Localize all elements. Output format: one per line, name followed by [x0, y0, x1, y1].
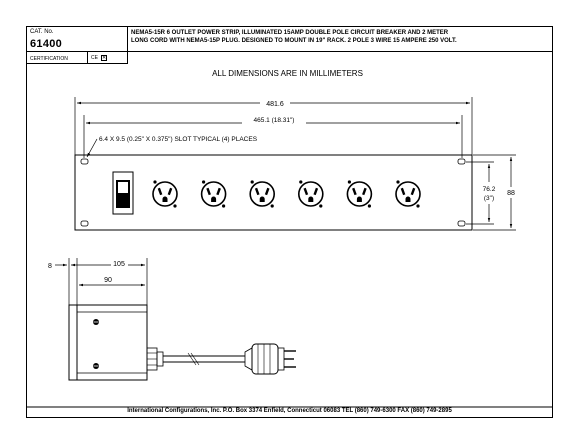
outlet-group	[152, 180, 421, 208]
side-inner-label: 90	[104, 277, 112, 284]
outlet-icon	[200, 180, 227, 208]
side-view: 105 90 8	[48, 258, 296, 381]
outlet-icon	[152, 180, 178, 208]
front-panel-outline	[74, 154, 473, 231]
description-line-1: NEMA5-15R 6 OUTLET POWER STRIP, ILLUMINA…	[131, 30, 449, 36]
side-body	[76, 304, 148, 381]
cat-number-label: CAT. No.	[30, 29, 54, 35]
side-depth-label: 105	[113, 261, 125, 268]
screw-icon	[93, 363, 99, 369]
outlet-icon	[249, 180, 276, 208]
mount-height-inch-label: (3")	[484, 195, 494, 202]
overall-width-label: 481.6	[266, 101, 284, 108]
strain-relief-icon	[146, 347, 164, 371]
slot-note-callout: 6.4 X 9.5 (0.25" X 0.375") SLOT TYPICAL …	[86, 136, 258, 158]
power-plug-icon	[244, 343, 296, 375]
company-footer: International Configurations, Inc. P.O. …	[127, 408, 452, 414]
side-faceplate	[68, 304, 78, 381]
outlet-icon	[297, 180, 324, 208]
mount-height-dimension: 76.2 (3")	[466, 161, 500, 225]
screw-icon	[93, 319, 99, 325]
overall-height-label: 88	[507, 190, 515, 197]
overall-width-dimension: 481.6	[74, 97, 473, 155]
title-block-ce-divider	[87, 51, 88, 64]
title-block-part-cell	[26, 26, 128, 52]
power-cord-icon	[163, 352, 245, 366]
dimensions-note: ALL DIMENSIONS ARE IN MILLIMETERS	[212, 69, 363, 78]
ce-label: CE	[91, 55, 98, 61]
mounting-slot-icon	[457, 158, 466, 165]
side-offset-label: 8	[48, 263, 52, 270]
outlet-icon	[346, 180, 373, 208]
overall-height-dimension: 88	[473, 154, 519, 231]
mounting-slot-icon	[80, 220, 89, 227]
slot-note: 6.4 X 9.5 (0.25" X 0.375") SLOT TYPICAL …	[99, 136, 258, 143]
outlet-icon	[395, 180, 421, 208]
drawing-border	[26, 26, 553, 418]
title-block-description-cell	[127, 26, 553, 52]
front-view	[74, 154, 473, 231]
certification-label: CERTIFICATION	[30, 55, 68, 62]
mounting-slot-icon	[80, 158, 89, 165]
mount-width-dimension: 465.1 (18.31")	[83, 115, 463, 158]
product-description: NEMA5-15R 6 OUTLET POWER STRIP, ILLUMINA…	[131, 29, 549, 45]
mount-width-label: 465.1 (18.31")	[254, 117, 295, 124]
mount-height-label: 76.2	[483, 186, 496, 193]
ce-mark-box: ✕	[101, 54, 107, 61]
mounting-slot-icon	[457, 220, 466, 227]
title-block-cert-row	[26, 51, 128, 64]
description-line-2: LONG CORD WITH NEMA5-15P PLUG. DESIGNED …	[131, 38, 457, 44]
circuit-breaker-icon	[112, 171, 134, 215]
part-number: 61400	[30, 38, 63, 50]
